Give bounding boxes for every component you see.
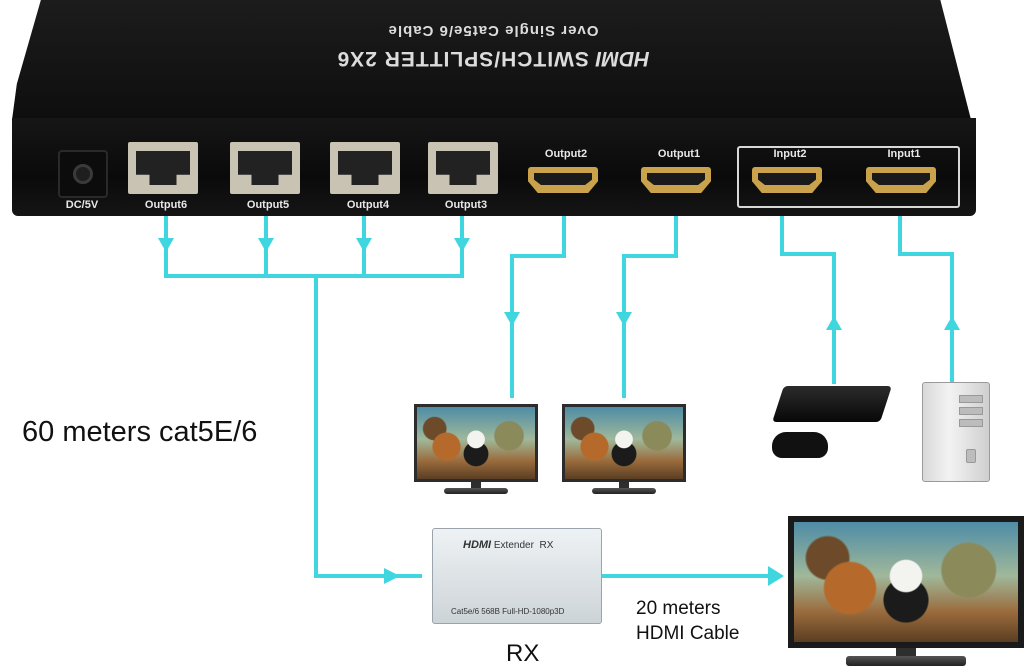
game-controller bbox=[772, 432, 828, 458]
arrow-tv1 bbox=[504, 312, 520, 326]
rx-caption: RX bbox=[506, 640, 540, 667]
rj45-port-output4[interactable] bbox=[330, 142, 400, 194]
hdmi-port-output2[interactable] bbox=[528, 167, 598, 193]
rx-extender: HDMI Extender RX Cat5e/6 568B Full-HD-10… bbox=[432, 528, 602, 624]
input-group-frame bbox=[737, 146, 960, 208]
arrow-output6 bbox=[158, 238, 174, 252]
rx-top-text: Extender RX bbox=[493, 540, 554, 551]
device-title: HDMI SWITCH/SPLITTER 2X6 bbox=[12, 46, 971, 70]
monitor-1 bbox=[414, 404, 538, 496]
rx-bottom-label: Cat5e/6 568B Full-HD-1080p3D bbox=[451, 607, 565, 616]
game-console bbox=[772, 386, 892, 422]
arrow-rx bbox=[384, 568, 400, 584]
hdmi-cable-label-line2: HDMI Cable bbox=[636, 623, 740, 644]
pc-tower bbox=[922, 382, 990, 482]
rj45-port-output6[interactable] bbox=[128, 142, 198, 194]
wire-input2 bbox=[780, 214, 836, 384]
arrow-console bbox=[826, 316, 842, 330]
hdmi-port-input1[interactable] bbox=[866, 167, 936, 193]
switch-splitter-top: HDMI SWITCH/SPLITTER 2X6 Over Single Cat… bbox=[12, 0, 972, 120]
arrow-tv2 bbox=[616, 312, 632, 326]
device-subtitle: Over Single Cat5e/6 Cable bbox=[387, 22, 599, 39]
rx-top-label: HDMI Extender RX bbox=[463, 539, 553, 551]
label-output5: Output5 bbox=[246, 199, 290, 211]
wire-output2 bbox=[510, 214, 566, 398]
rj45-port-output5[interactable] bbox=[230, 142, 300, 194]
dc-power-jack[interactable] bbox=[58, 150, 108, 198]
arrow-output3 bbox=[454, 238, 470, 252]
wire-input1 bbox=[898, 214, 954, 384]
wire-cat-run bbox=[314, 274, 422, 578]
hdmi-port-input2[interactable] bbox=[752, 167, 822, 193]
label-output6: Output6 bbox=[144, 199, 188, 211]
arrow-output5 bbox=[258, 238, 274, 252]
hdmi-port-output1[interactable] bbox=[641, 167, 711, 193]
rj45-port-output3[interactable] bbox=[428, 142, 498, 194]
arrow-big-tv bbox=[768, 566, 784, 586]
cat-cable-label: 60 meters cat5E/6 bbox=[22, 416, 258, 448]
label-output2: Output2 bbox=[544, 148, 588, 160]
power-label: DC/5V bbox=[65, 199, 99, 211]
label-input2: Input2 bbox=[773, 148, 807, 160]
label-output1: Output1 bbox=[657, 148, 701, 160]
monitor-2 bbox=[562, 404, 686, 496]
label-output4: Output4 bbox=[346, 199, 390, 211]
hdmi-logo: HDMI bbox=[595, 47, 650, 70]
device-title-text: SWITCH/SPLITTER 2X6 bbox=[336, 47, 589, 70]
label-input1: Input1 bbox=[887, 148, 921, 160]
large-tv bbox=[788, 516, 1024, 667]
label-output3: Output3 bbox=[444, 199, 488, 211]
rx-hdmi-logo: HDMI bbox=[463, 539, 492, 551]
arrow-output4 bbox=[356, 238, 372, 252]
hdmi-cable-label-line1: 20 meters bbox=[636, 598, 721, 619]
wire-output1 bbox=[622, 214, 678, 398]
arrow-pc bbox=[944, 316, 960, 330]
